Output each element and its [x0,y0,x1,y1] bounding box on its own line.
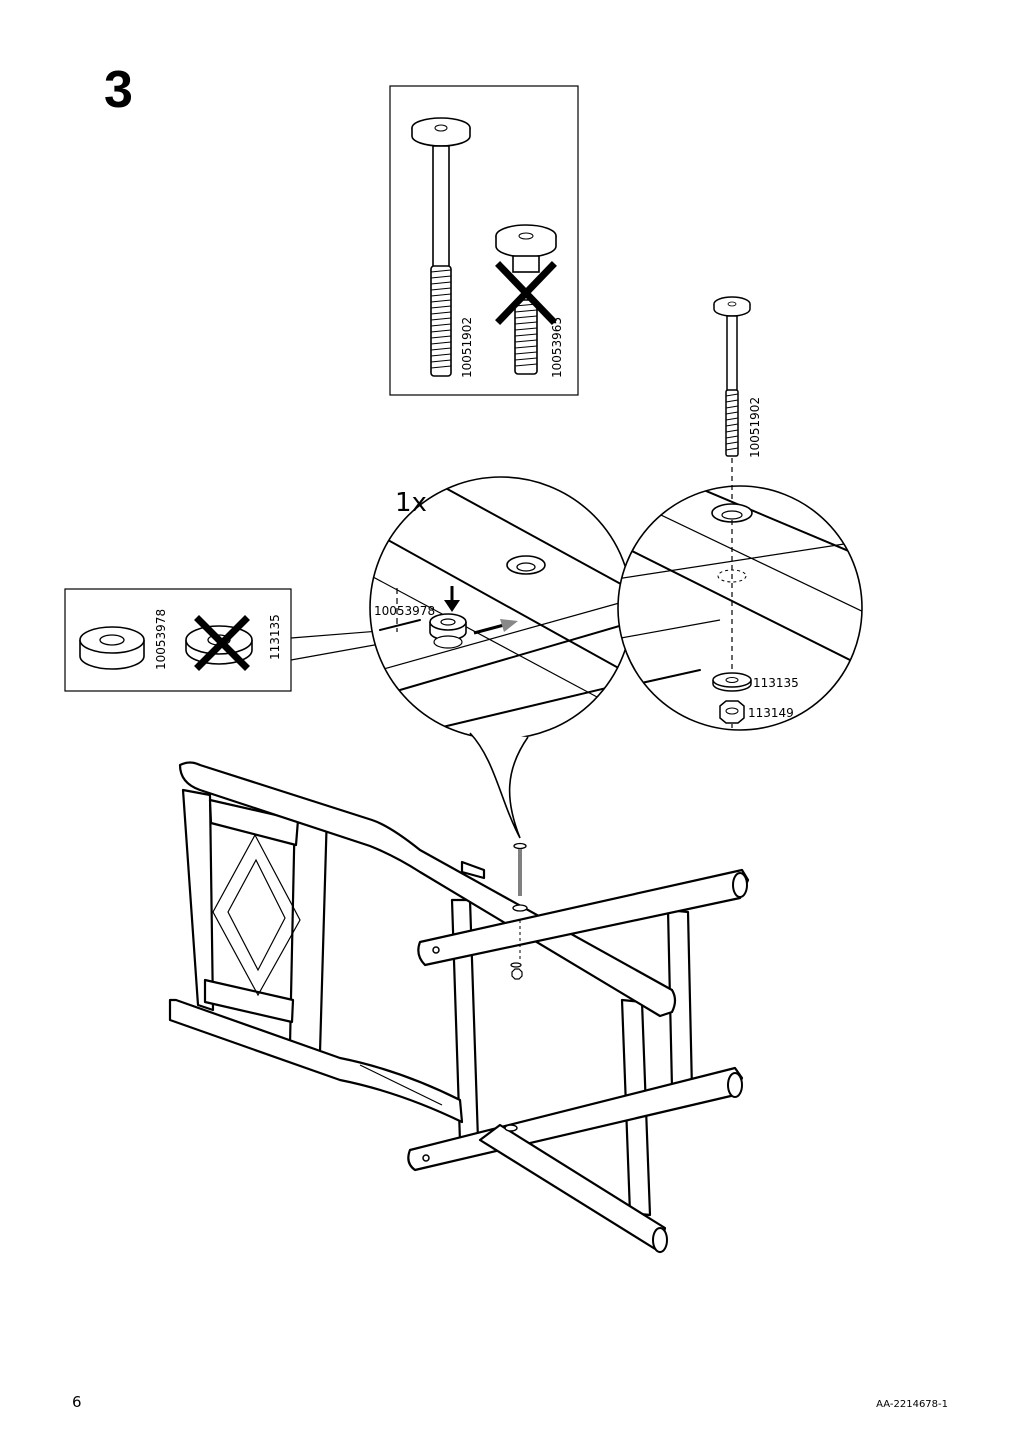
x-mark-icon [194,615,250,671]
x-mark-icon [495,261,557,325]
long-bolt-label: 10051902 [460,317,474,378]
spacer-comparison-box: 10053978 113135 [64,588,292,692]
bolt-icon [713,296,751,500]
spacer-callout-label: 10053978 [374,604,435,618]
quantity-label: 1x [395,488,427,518]
step-number: 3 [104,61,133,119]
page-number: 6 [72,1393,82,1411]
nut-callout-label: 113149 [748,706,794,720]
detail-circle-right: 113135 113149 [617,485,863,731]
chair-frame [168,761,750,1254]
arrow-down-icon [444,586,460,612]
long-bolt-icon [411,117,471,377]
spacer-label: 10053978 [154,609,168,670]
short-bolt-label: 10053965 [550,317,564,378]
arrow-right-icon [473,619,518,635]
short-bolt-icon [495,224,557,375]
detail-circle-left: 10053978 [369,476,633,740]
washer-callout-label: 113135 [753,676,799,690]
bolt-callout-label: 10051902 [748,397,762,458]
document-code: AA-2214678-1 [876,1399,948,1410]
spacer-icon [79,626,145,670]
bolt-icon [510,842,528,980]
bolt-comparison-box: 10051902 10053965 [389,85,579,396]
washer-label: 113135 [268,614,282,660]
